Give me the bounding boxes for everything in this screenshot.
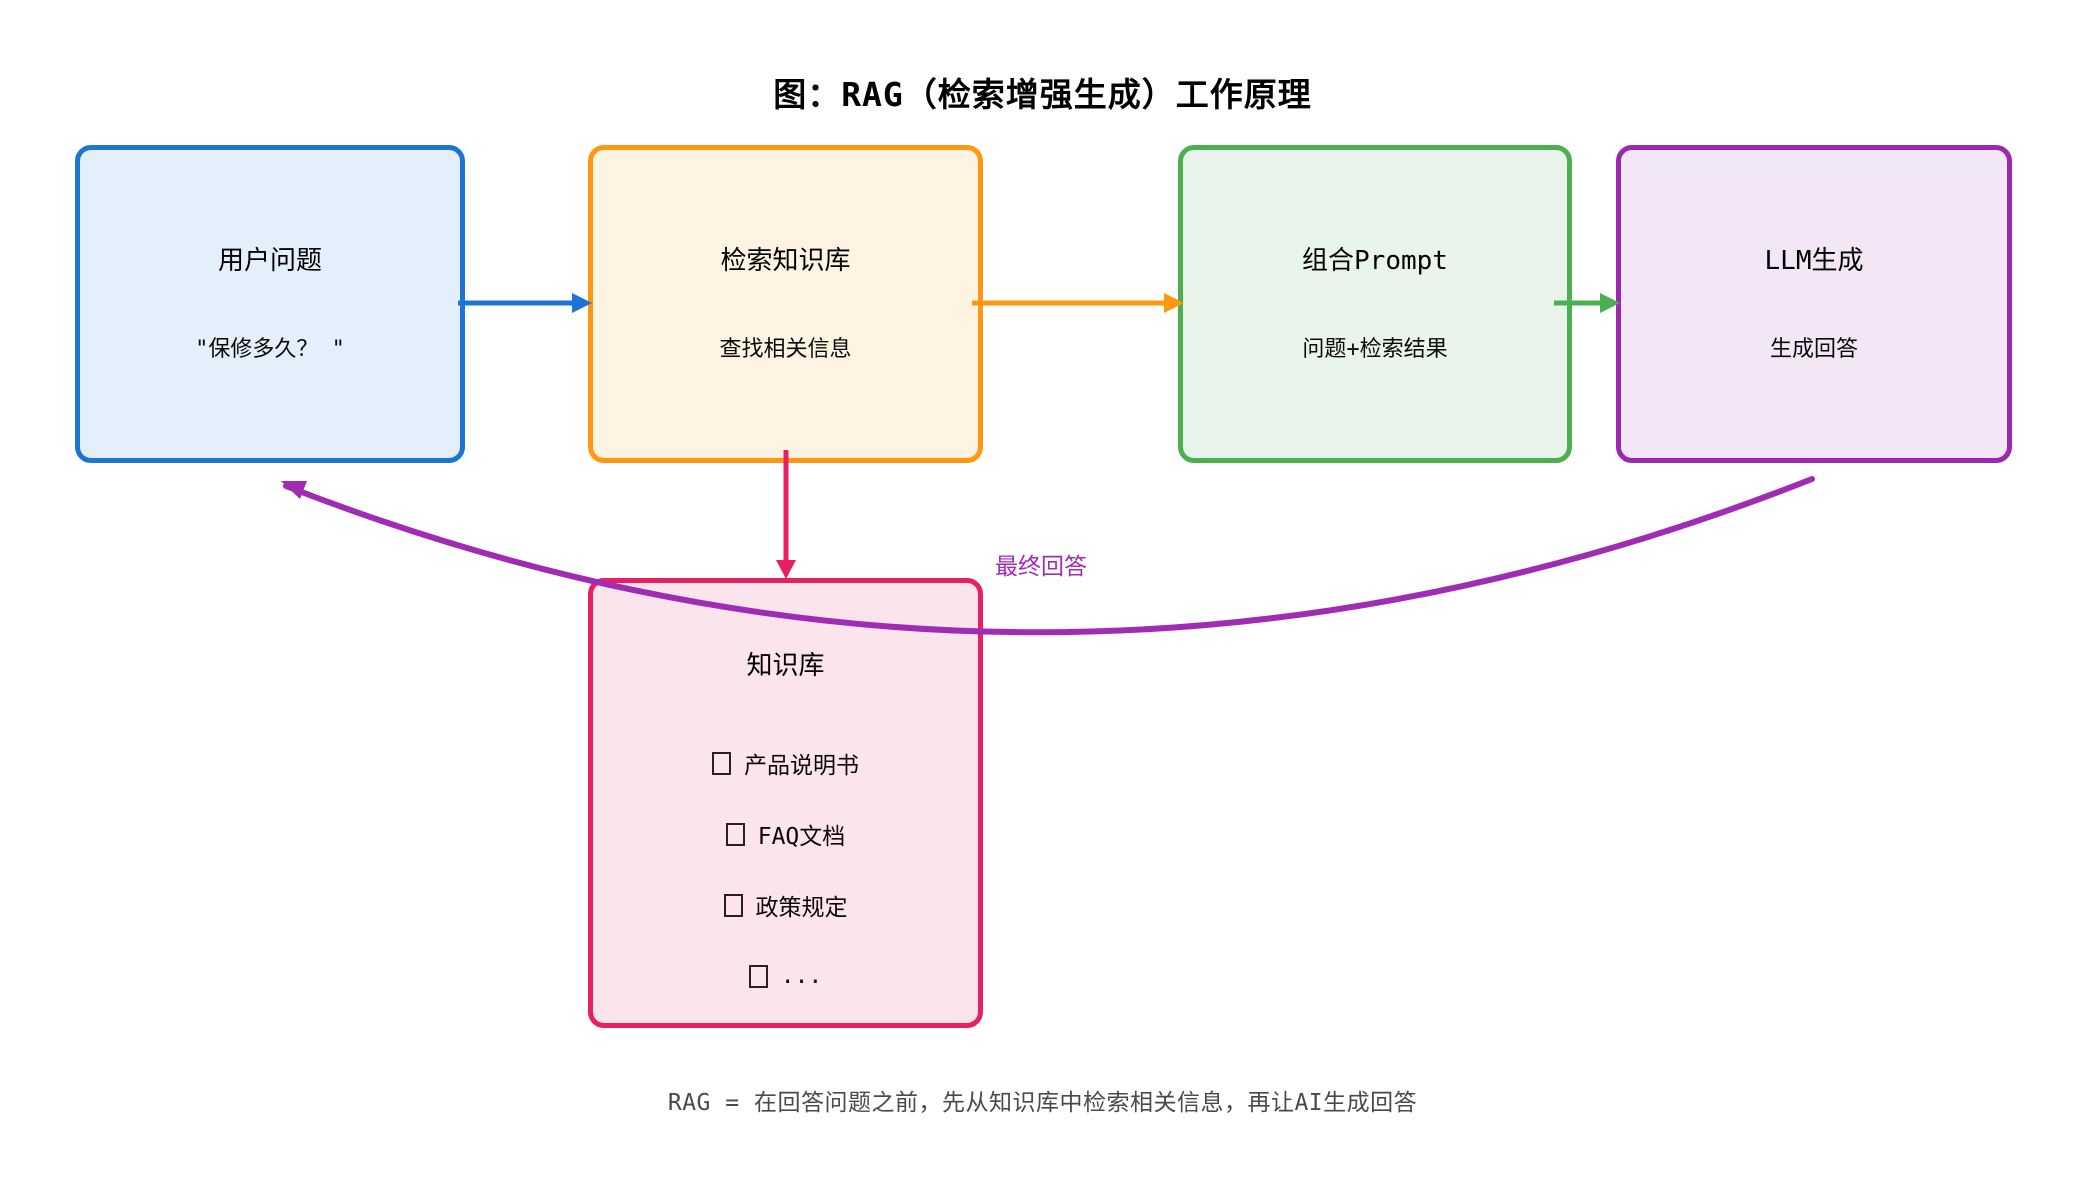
arrow-retrieve-to-compose bbox=[972, 293, 1184, 313]
missing-glyph-icon bbox=[725, 822, 745, 846]
node-subtitle: "保修多久？ " bbox=[195, 337, 345, 362]
node-subtitle: 查找相关信息 bbox=[719, 337, 852, 362]
final-answer-label: 最终回答 bbox=[995, 554, 1087, 580]
node-user-question: 用户问题 "保修多久？ " bbox=[75, 145, 465, 463]
list-item: FAQ文档 bbox=[593, 820, 978, 850]
list-item-label: ... bbox=[780, 963, 823, 989]
diagram-caption: RAG = 在回答问题之前，先从知识库中检索相关信息，再让AI生成回答 bbox=[667, 1090, 1418, 1116]
node-compose-prompt: 组合Prompt 问题+检索结果 bbox=[1178, 145, 1572, 463]
node-subtitle: 生成回答 bbox=[1769, 337, 1858, 362]
diagram-title: 图：RAG（检索增强生成）工作原理 bbox=[773, 75, 1312, 114]
node-subtitle: 问题+检索结果 bbox=[1302, 337, 1448, 362]
list-item: ... bbox=[593, 962, 978, 990]
knowledge-base-items: 产品说明书 FAQ文档 政策规定 ... bbox=[593, 749, 978, 990]
node-title: 检索知识库 bbox=[720, 246, 851, 276]
node-title: 组合Prompt bbox=[1302, 246, 1448, 276]
list-item: 产品说明书 bbox=[593, 749, 978, 779]
knowledge-base-box: 知识库 产品说明书 FAQ文档 政策规定 ... bbox=[588, 578, 983, 1028]
node-llm-generate: LLM生成 生成回答 bbox=[1616, 145, 2012, 463]
list-item: 政策规定 bbox=[593, 891, 978, 921]
arrow-user-to-retrieve bbox=[458, 293, 592, 313]
arrow-retrieve-to-kb bbox=[776, 450, 796, 579]
missing-glyph-icon bbox=[748, 964, 768, 988]
list-item-label: FAQ文档 bbox=[757, 824, 846, 850]
list-item-label: 产品说明书 bbox=[744, 753, 859, 779]
knowledge-base-title: 知识库 bbox=[746, 651, 825, 681]
node-title: LLM生成 bbox=[1764, 246, 1864, 276]
node-retrieve-kb: 检索知识库 查找相关信息 bbox=[588, 145, 983, 463]
list-item-label: 政策规定 bbox=[755, 895, 848, 921]
missing-glyph-icon bbox=[723, 893, 743, 917]
node-title: 用户问题 bbox=[217, 246, 322, 276]
missing-glyph-icon bbox=[712, 751, 731, 775]
